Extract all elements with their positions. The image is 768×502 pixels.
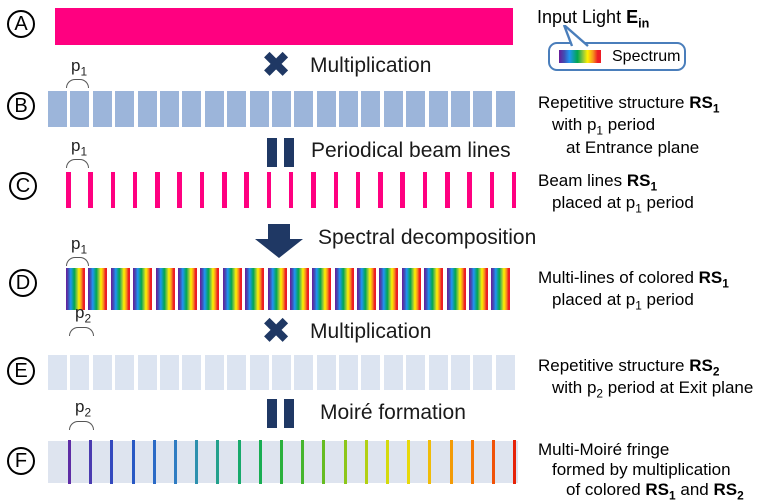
multiply-icon-2: ✖ xyxy=(261,310,292,351)
arrow-down-icon xyxy=(255,224,303,258)
input-light-label: Input Light Ein xyxy=(537,7,650,31)
moire-fringe-row xyxy=(48,440,518,484)
period-p1-label-d: p1 xyxy=(71,234,88,257)
rs1-structure-row xyxy=(48,91,515,127)
colored-multilines-row xyxy=(66,268,511,310)
multiply-icon: ✖ xyxy=(261,44,292,85)
spectral-decomposition-label: Spectral decomposition xyxy=(318,226,537,249)
spectrum-legend-box: Spectrum xyxy=(548,42,686,71)
period-p2-brace xyxy=(69,327,94,336)
equals-icon xyxy=(267,138,294,167)
period-p1-brace xyxy=(66,79,89,88)
spectrum-gradient-bar xyxy=(559,50,601,63)
period-p2-brace-f xyxy=(69,421,94,430)
row-badge-a: A xyxy=(7,10,35,38)
period-p1-label-c: p1 xyxy=(71,136,88,159)
period-p1-brace-c xyxy=(66,159,89,168)
spectrum-legend-label: Spectrum xyxy=(612,47,681,65)
period-p2-label-f: p2 xyxy=(75,397,92,420)
periodical-beam-lines-label: Periodical beam lines xyxy=(311,139,511,162)
legend-callout-pointer xyxy=(562,25,589,47)
row-badge-f: F xyxy=(7,447,35,475)
multiplication-label: Multiplication xyxy=(310,54,432,77)
row-badge-d: D xyxy=(9,269,37,297)
input-light-bar xyxy=(55,8,513,45)
row-badge-c: C xyxy=(9,172,37,200)
moire-formation-label: Moiré formation xyxy=(320,401,466,424)
period-p1-brace-d xyxy=(66,257,89,266)
row-badge-e: E xyxy=(7,357,35,385)
period-p1-label: p1 xyxy=(71,56,88,79)
equals-icon-2 xyxy=(267,399,294,428)
row-badge-b: B xyxy=(7,92,35,120)
rs2-structure-row xyxy=(48,355,515,390)
period-p2-label: p2 xyxy=(75,303,92,326)
multiplication-label-2: Multiplication xyxy=(310,320,432,343)
beam-lines-row xyxy=(66,172,517,208)
